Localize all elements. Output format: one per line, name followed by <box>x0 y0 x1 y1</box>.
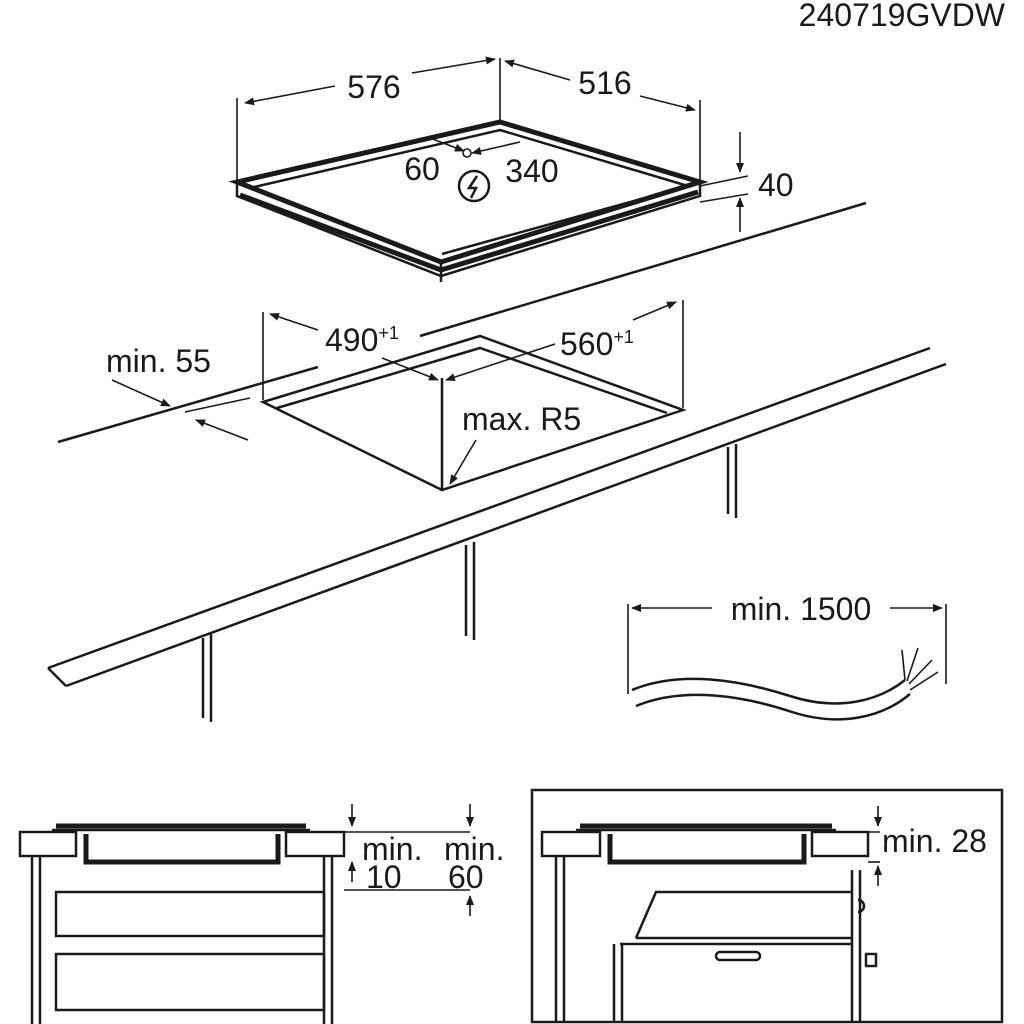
lightning-icon <box>457 169 491 203</box>
hob-depth-label: 516 <box>578 65 631 101</box>
cutout-width-label: 560+1 <box>560 326 634 362</box>
drawer-installation <box>18 804 474 1024</box>
cutout-depth-label: 490+1 <box>325 322 399 358</box>
cable-length-label: min. 1500 <box>731 591 872 627</box>
hob-drawing <box>228 56 749 282</box>
front-margin-label: min. 55 <box>106 343 211 379</box>
worktop-drawing <box>47 201 947 722</box>
corner-radius-label: max. R5 <box>462 401 581 437</box>
gap-value-1: 10 <box>366 859 402 895</box>
cable-drawing <box>627 604 947 721</box>
conn-left-label: 60 <box>404 151 440 187</box>
gap-label-1: min. <box>362 831 422 867</box>
gap-label-2: min. <box>444 831 504 867</box>
hob-height-label: 40 <box>758 167 794 203</box>
document-code: 240719GVDW <box>799 0 1006 33</box>
gap-value-2: 60 <box>448 859 484 895</box>
oven-gap-label: min. 28 <box>882 823 987 859</box>
hob-width-label: 576 <box>347 69 400 105</box>
conn-right-label: 340 <box>505 153 558 189</box>
oven-installation <box>530 788 1004 1024</box>
